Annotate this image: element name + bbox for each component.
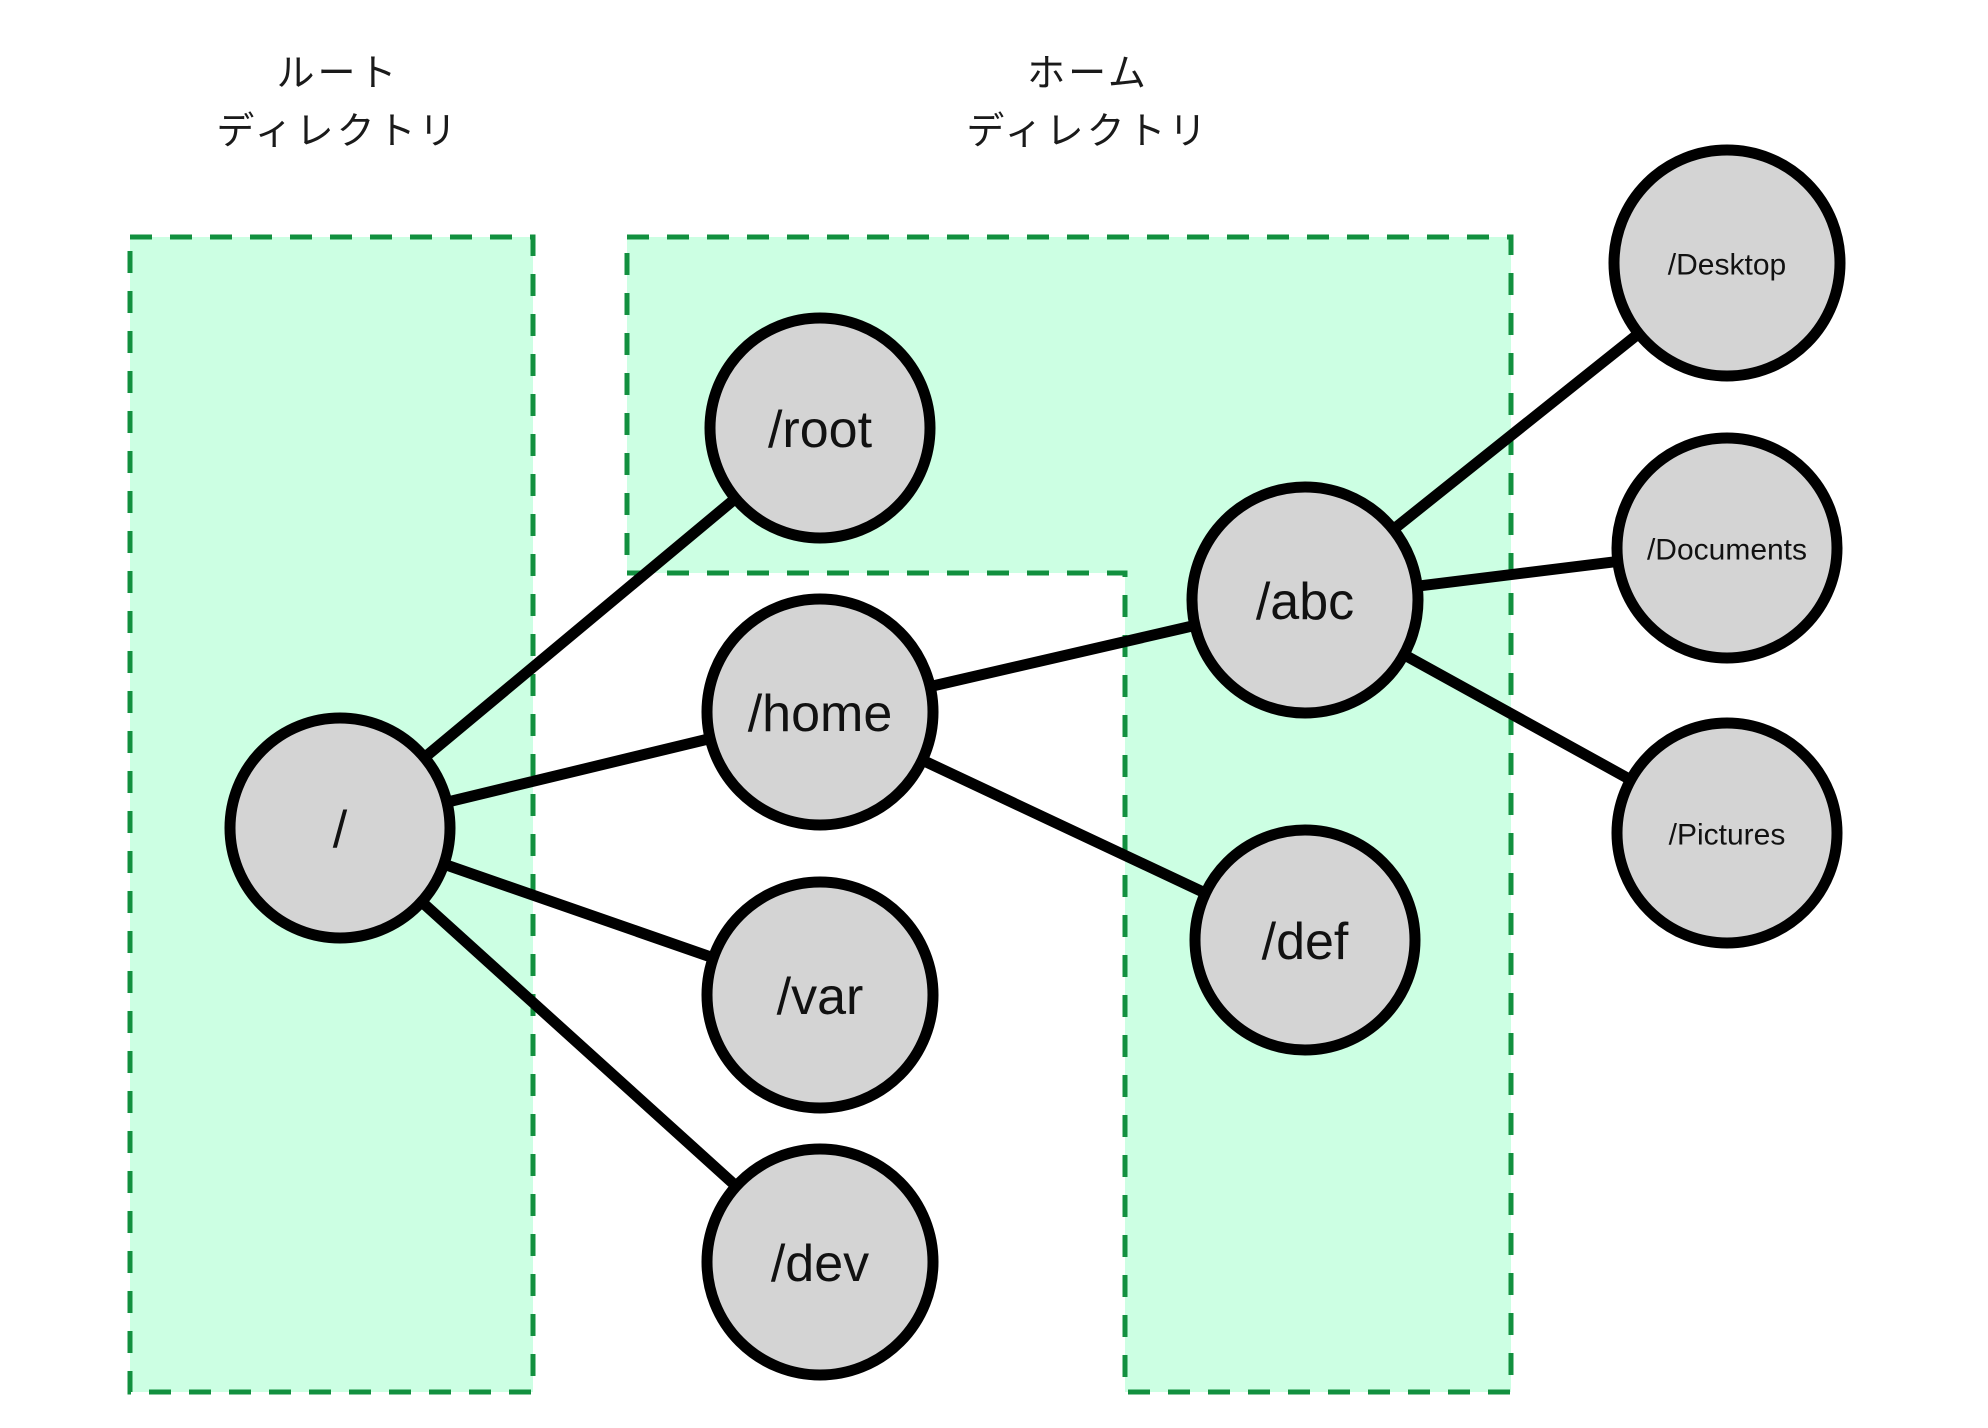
node-root-label: /	[333, 801, 348, 859]
node-var[interactable]: /var	[701, 876, 939, 1114]
node-abc-label: /abc	[1256, 573, 1354, 631]
edge-abc-to-pictures	[1394, 647, 1640, 788]
node-def-shape[interactable]	[1189, 824, 1421, 1056]
edge-home-to-abc	[920, 619, 1205, 693]
node-pictures[interactable]: /Pictures	[1611, 717, 1843, 949]
node-dev-label: /dev	[771, 1235, 869, 1293]
edge-abc-to-documents	[1407, 555, 1628, 593]
node-abc[interactable]: /abc	[1186, 481, 1424, 719]
node-pictures-label: /Pictures	[1669, 819, 1786, 852]
node-var-label: /var	[777, 968, 864, 1026]
edge-root-to-var	[434, 857, 723, 965]
node-def[interactable]: /def	[1189, 824, 1421, 1056]
edge-root-to-home	[437, 732, 720, 809]
node-home-shape[interactable]	[701, 593, 939, 831]
node-dev[interactable]: /dev	[701, 1143, 939, 1381]
node-pictures-shape[interactable]	[1611, 717, 1843, 949]
node-root-home-label: /root	[768, 401, 873, 459]
node-layer: / /root/home/var/dev/abc/def/Desktop/Docu…	[224, 144, 1846, 1381]
node-desktop-label: /Desktop	[1668, 249, 1786, 282]
root-dir-caption-line2: ディレクトリ	[216, 109, 459, 153]
node-root-shape[interactable]	[224, 712, 456, 944]
root-dir-caption-line1: ルート	[276, 51, 399, 95]
node-root-home[interactable]: /root	[704, 312, 936, 544]
node-abc-shape[interactable]	[1186, 481, 1424, 719]
edge-abc-to-desktop	[1384, 325, 1648, 538]
root-directory-region-outline	[127, 234, 536, 1395]
node-home-label: /home	[748, 685, 893, 743]
home-directory-region-outline	[624, 234, 1514, 1395]
edge-root-to-root-home	[415, 490, 745, 766]
node-def-label: /def	[1262, 913, 1349, 971]
node-documents-label: /Documents	[1647, 534, 1807, 567]
node-var-shape[interactable]	[701, 876, 939, 1114]
home-dir-caption-line1: ホーム	[1027, 51, 1149, 95]
edge-root-to-dev	[413, 893, 745, 1195]
node-documents[interactable]: /Documents	[1611, 432, 1843, 664]
edge-layer	[413, 325, 1648, 1195]
home-dir-caption-line2: ディレクトリ	[966, 109, 1209, 153]
node-documents-shape[interactable]	[1611, 432, 1843, 664]
node-desktop[interactable]: /Desktop	[1608, 144, 1846, 382]
node-desktop-shape[interactable]	[1608, 144, 1846, 382]
node-dev-shape[interactable]	[701, 1143, 939, 1381]
node-root-home-shape[interactable]	[704, 312, 936, 544]
node-home[interactable]: /home	[701, 593, 939, 831]
node-root[interactable]: /	[224, 712, 456, 944]
edge-home-to-def	[913, 752, 1215, 901]
